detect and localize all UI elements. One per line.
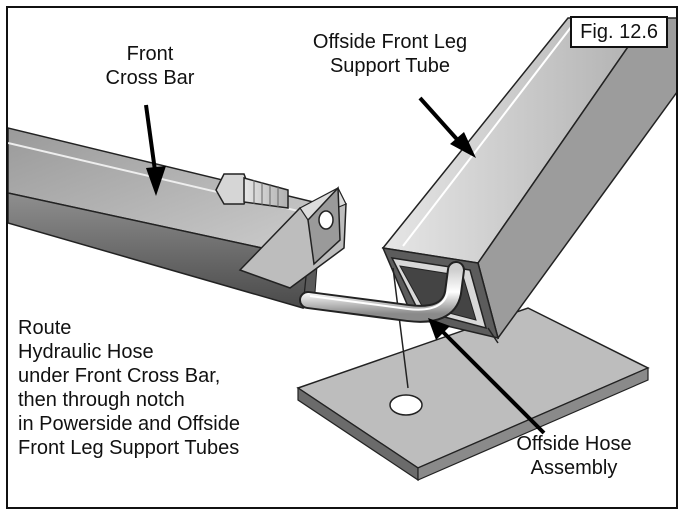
arrow-head-cross-bar xyxy=(146,166,166,196)
figure-frame: Front Cross Bar Offside Front Leg Suppor… xyxy=(6,6,678,509)
arrow-head-leg-tube xyxy=(450,132,476,158)
figure-number-badge: Fig. 12.6 xyxy=(570,16,668,48)
mounting-bracket-part xyxy=(238,186,347,289)
bolt-part xyxy=(215,173,289,209)
callout-arrows xyxy=(144,96,546,435)
label-offside-hose: Offside Hose Assembly xyxy=(516,433,632,479)
label-offside-front-leg: Offside Front Leg Support Tube xyxy=(312,31,468,77)
arrow-head-hose xyxy=(428,318,450,340)
label-front-cross-bar: Front Cross Bar xyxy=(105,43,195,89)
assembly-illustration xyxy=(8,17,676,482)
label-route-note: Route Hydraulic Hose under Front Cross B… xyxy=(18,317,240,459)
hydraulic-hose-part xyxy=(299,261,465,323)
